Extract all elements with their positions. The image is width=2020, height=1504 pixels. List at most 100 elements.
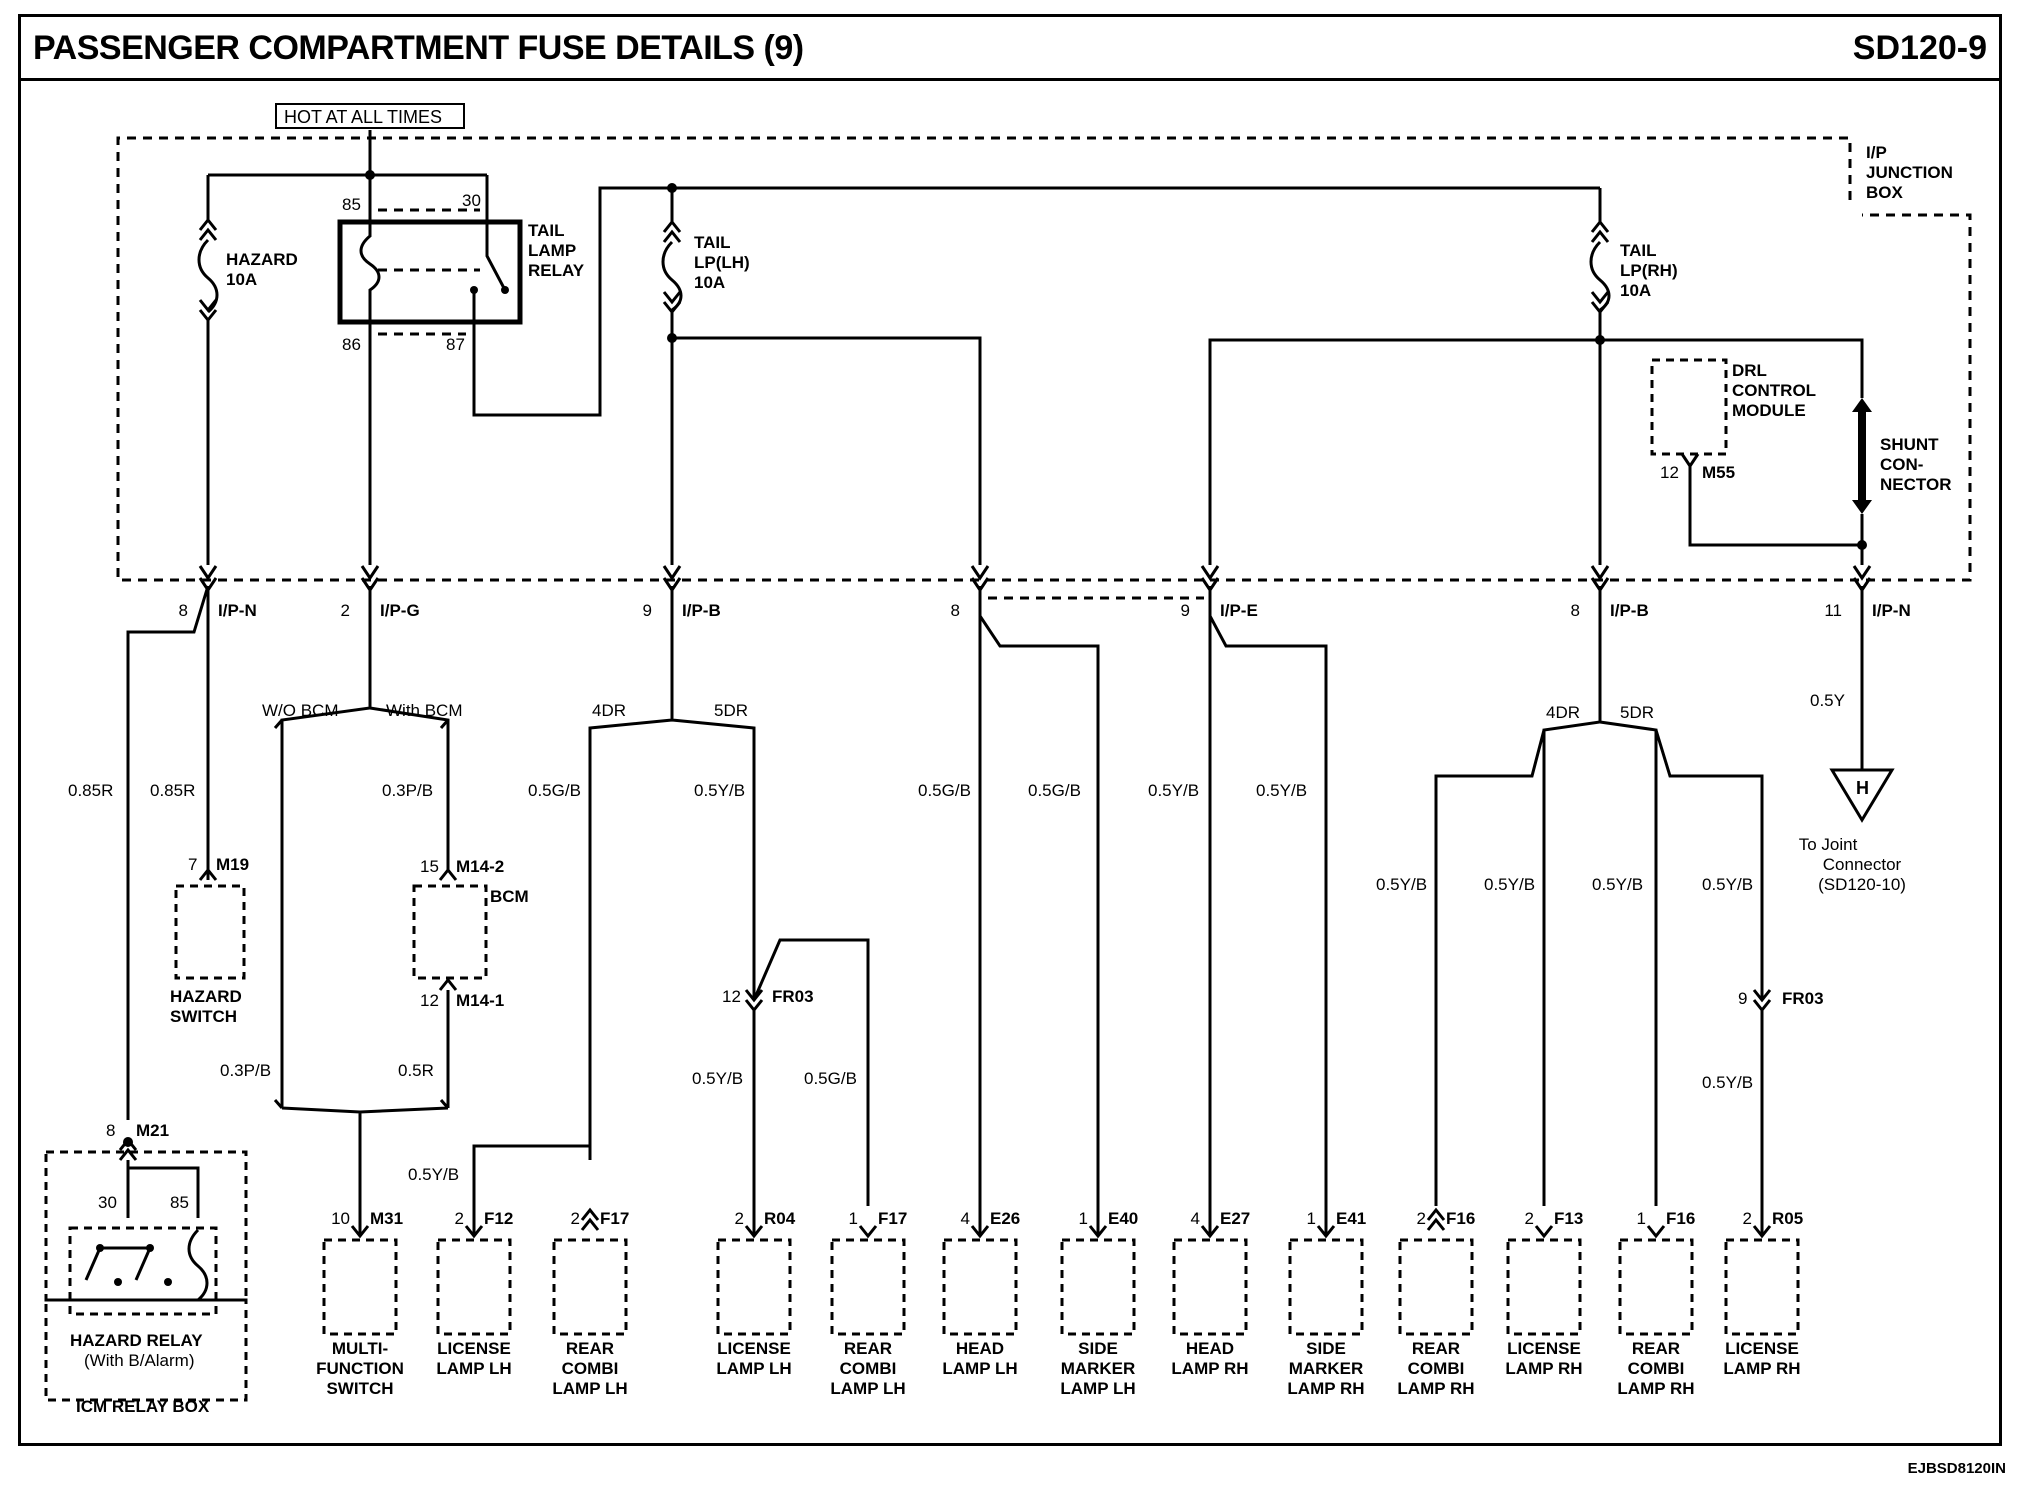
wire-label-05r: 0.5R <box>398 1061 434 1080</box>
tail-rh-label-1: TAIL <box>1620 241 1657 260</box>
wire-label-05gb-f17: 0.5G/B <box>804 1069 857 1088</box>
tail-lh-label-1: TAIL <box>694 233 731 252</box>
load-label: LAMP LH <box>942 1359 1017 1378</box>
bcm-pin-top: 15 <box>420 857 439 876</box>
load-connector: F16 <box>1666 1209 1695 1228</box>
relay-feeds <box>368 175 489 222</box>
icm-box-label: ICM RELAY BOX <box>76 1397 210 1416</box>
jb-connector-pin: 8 <box>951 601 960 620</box>
jb-connector-name: I/P-G <box>380 601 420 620</box>
side-marker-lh-wire <box>978 586 1100 1236</box>
load-label: REAR <box>1632 1339 1680 1358</box>
relay-pin-30: 30 <box>462 191 481 210</box>
hot-at-all-times-box <box>275 103 465 129</box>
relay-label-1: TAIL <box>528 221 565 240</box>
load-box <box>1172 1238 1248 1336</box>
load-pin: 2 <box>1525 1209 1534 1228</box>
load-connector: F16 <box>1446 1209 1475 1228</box>
load-box <box>1060 1238 1136 1336</box>
joint-connector-letter: H <box>1856 778 1869 798</box>
load-label: COMBI <box>1408 1359 1465 1378</box>
relay-label-3: RELAY <box>528 261 585 280</box>
load-label: LAMP RH <box>1287 1379 1364 1398</box>
load-label: LAMP RH <box>1397 1379 1474 1398</box>
load-label: LAMP LH <box>1060 1379 1135 1398</box>
icm-conn: M21 <box>136 1121 169 1140</box>
junction-box-label-3: BOX <box>1866 183 1904 202</box>
fr03-lh-pin: 12 <box>722 987 741 1006</box>
jb-connector-name: I/P-B <box>682 601 721 620</box>
bcm-label: BCM <box>490 887 529 906</box>
hazard-fuse-bottom-terminal <box>198 299 218 323</box>
joint-connector-text-3: (SD120-10) <box>1818 875 1906 894</box>
branch-4dr-rh: 4DR <box>1546 703 1580 722</box>
rear-combi-rh-f16-wire <box>1434 729 1546 1206</box>
load-pin: 1 <box>849 1209 858 1228</box>
fr03-rh-conn: FR03 <box>1782 989 1824 1008</box>
load-label: COMBI <box>840 1359 897 1378</box>
fr03-rh-pin: 9 <box>1738 989 1747 1008</box>
load-box <box>830 1238 906 1336</box>
branch-wo-bcm: W/O BCM <box>262 701 339 720</box>
wire-label-05yb-r05: 0.5Y/B <box>1702 1073 1753 1092</box>
ipg-split-ticks <box>273 719 450 729</box>
relay-label-2: LAMP <box>528 241 576 260</box>
joint-connector-symbol <box>1829 768 1895 823</box>
drl-pin: 12 <box>1660 463 1679 482</box>
multi-function-merge <box>273 1099 450 1236</box>
joint-connector-text-1: To Joint <box>1799 835 1858 854</box>
hazard-relay-label-1: HAZARD RELAY <box>70 1331 203 1350</box>
drl-label-2: CONTROL <box>1732 381 1816 400</box>
load-connector: E41 <box>1336 1209 1366 1228</box>
fr03-rh-terminal <box>1752 989 1772 1236</box>
tail-rh-label-2: LP(RH) <box>1620 261 1678 280</box>
relay-87-out <box>472 186 1600 417</box>
load-box <box>552 1238 628 1336</box>
load-pin: 2 <box>455 1209 464 1228</box>
load-box <box>1288 1238 1364 1336</box>
load-label: LAMP RH <box>1171 1359 1248 1378</box>
jb-connector-4: 8 <box>951 565 990 620</box>
load-pin: 2 <box>1417 1209 1426 1228</box>
load-label: LAMP RH <box>1617 1379 1694 1398</box>
jb-connector-name: I/P-B <box>1610 601 1649 620</box>
tail-lh-top-terminal <box>662 219 682 243</box>
load-box <box>436 1238 512 1336</box>
load-pin: 4 <box>961 1209 970 1228</box>
load-label: LAMP LH <box>436 1359 511 1378</box>
jb-connector-pin: 9 <box>643 601 652 620</box>
footer-ref: EJBSD8120IN <box>1907 1460 2006 1477</box>
load-connector: F13 <box>1554 1209 1583 1228</box>
load-label: MARKER <box>1061 1359 1136 1378</box>
load-pin: 4 <box>1191 1209 1200 1228</box>
load-label: LICENSE <box>1725 1339 1799 1358</box>
shunt-label-1: SHUNT <box>1880 435 1939 454</box>
load-pin: 1 <box>1307 1209 1316 1228</box>
jb-connector-pin: 2 <box>341 601 350 620</box>
load-connector: E40 <box>1108 1209 1138 1228</box>
jb-connector-pin: 9 <box>1181 601 1190 620</box>
hazard-relay-dot-3 <box>114 1278 122 1286</box>
relay-coil <box>359 222 381 322</box>
tail-lh-label-2: LP(LH) <box>694 253 750 272</box>
load-box <box>1724 1238 1800 1336</box>
tail-rh-branch <box>1208 338 1864 565</box>
shunt-label-3: NECTOR <box>1880 475 1951 494</box>
page-title: PASSENGER COMPARTMENT FUSE DETAILS (9) <box>33 29 804 67</box>
relay-pin-87: 87 <box>446 335 465 354</box>
fr03-lh-conn: FR03 <box>772 987 814 1006</box>
tail-lh-branch <box>672 336 982 565</box>
relay-switch-pivot <box>501 286 509 294</box>
